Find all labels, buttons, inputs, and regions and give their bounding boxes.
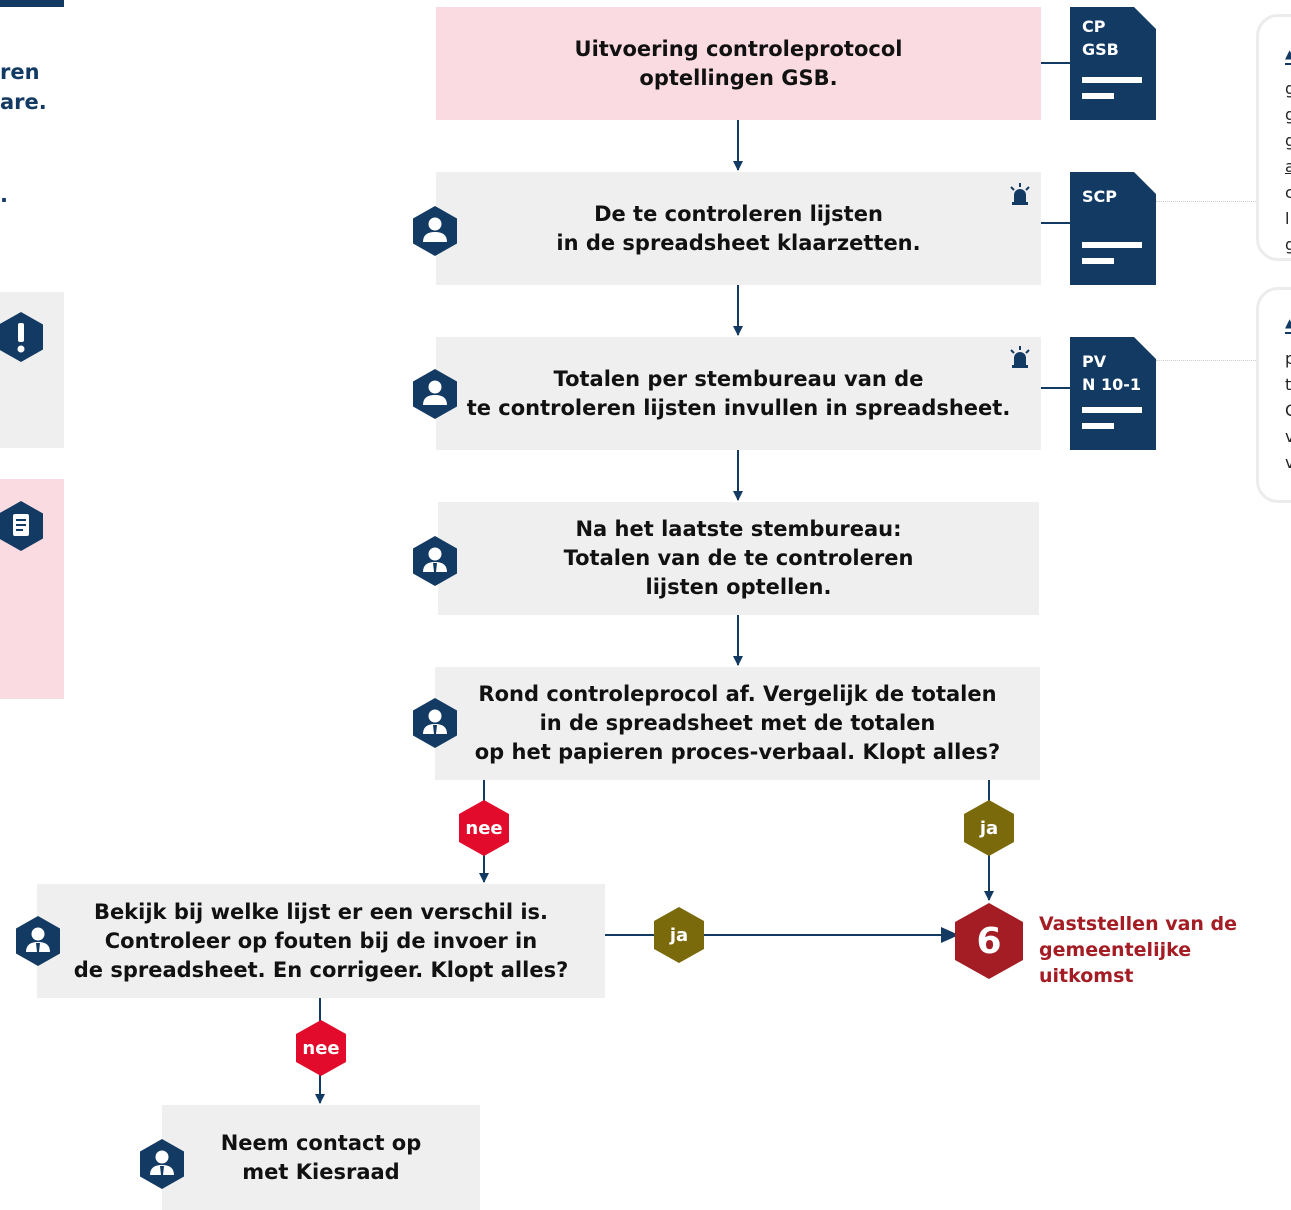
decision-no-check: nee: [296, 1020, 346, 1076]
end-step-badge[interactable]: 6: [955, 903, 1023, 979]
end-step-number: 6: [976, 920, 1002, 962]
decision-no-compare: nee: [459, 800, 509, 856]
step-prepare-text: De te controleren lijsten in de spreadsh…: [556, 201, 921, 255]
person-icon: [413, 369, 457, 419]
step-fill: Totalen per stembureau van de te control…: [436, 337, 1041, 450]
step-prepare: De te controleren lijsten in de spreadsh…: [436, 172, 1041, 285]
official-icon: [413, 536, 457, 586]
document-cp-gsb-label: CP GSB: [1082, 17, 1119, 59]
step-compare-text: Rond controleprocol af. Vergelijk de tot…: [474, 682, 1001, 764]
dotted-connector-1: [1156, 201, 1256, 202]
alarm-icon: [1010, 346, 1030, 368]
left-note-panel: [0, 479, 64, 699]
right-card-1: ▲: [1256, 14, 1291, 261]
step-fill-text: Totalen per stembureau van de te control…: [466, 366, 1011, 420]
right-card-2: ▲: [1256, 287, 1291, 503]
left-fragment-2: are.: [0, 90, 47, 114]
step-compare: Rond controleprocol af. Vergelijk de tot…: [435, 667, 1040, 780]
step-sum: Na het laatste stembureau: Totalen van d…: [438, 502, 1039, 615]
dotted-connector-2: [1156, 360, 1256, 361]
person-icon: [413, 206, 457, 256]
document-pv: PV N 10-1: [1070, 337, 1156, 450]
step-start-text: Uitvoering controleprotocol optellingen …: [574, 36, 903, 90]
document-icon: [0, 501, 43, 551]
decision-no-label: nee: [302, 1037, 340, 1059]
step-check-text: Bekijk bij welke lijst er een verschil i…: [73, 899, 569, 982]
decision-no-label: nee: [465, 817, 503, 839]
step-start: Uitvoering controleprotocol optellingen …: [436, 7, 1041, 120]
official-icon: [413, 698, 457, 748]
end-step-label[interactable]: Vaststellen van de gemeentelijke uitkoms…: [1039, 913, 1238, 987]
decision-yes-compare: ja: [964, 800, 1014, 856]
right-card-1-text: g g g a c l g: [1285, 79, 1291, 254]
document-scp: SCP: [1070, 172, 1156, 285]
official-icon: [140, 1139, 184, 1189]
alarm-icon: [1010, 183, 1030, 205]
right-card-2-icon: ▲: [1285, 316, 1291, 334]
step-contact: Neem contact op met Kiesraad: [162, 1105, 480, 1210]
document-scp-label: SCP: [1082, 187, 1117, 206]
decision-yes-label: ja: [979, 817, 999, 839]
left-top-bar: [0, 0, 64, 7]
step-check: Bekijk bij welke lijst er een verschil i…: [37, 884, 605, 998]
step-contact-text: Neem contact op met Kiesraad: [220, 1130, 422, 1184]
left-fragment-dot: .: [0, 183, 8, 207]
step-sum-text: Na het laatste stembureau: Totalen van d…: [563, 517, 914, 599]
right-card-1-icon: ▲: [1285, 47, 1291, 65]
decision-yes-label: ja: [669, 924, 689, 946]
left-warning-panel: [0, 292, 64, 448]
document-pv-label: PV N 10-1: [1082, 352, 1141, 394]
official-icon: [16, 916, 60, 966]
warning-icon: [0, 312, 43, 362]
left-fragment-1: ren: [0, 60, 40, 84]
right-card-2-text: p t C v v: [1285, 349, 1291, 472]
decision-yes-check: ja: [654, 907, 704, 963]
document-cp-gsb: CP GSB: [1070, 7, 1156, 120]
